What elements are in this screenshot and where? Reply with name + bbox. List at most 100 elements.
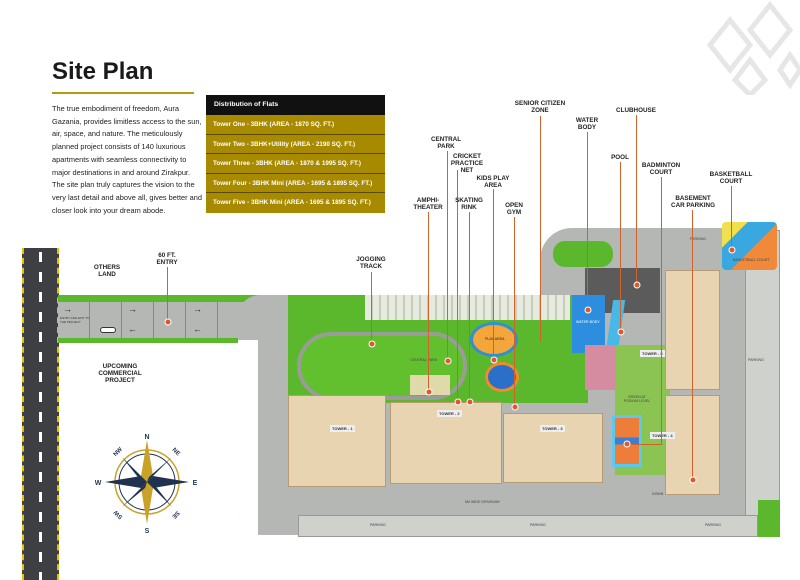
table-row: Tower Two - 3BHK+Utility (AREA - 2190 SQ… <box>206 134 385 155</box>
label-open-gym: OPEN GYM <box>505 202 523 216</box>
road-centerline <box>39 252 42 580</box>
compass-sw: SW <box>113 509 124 520</box>
marker <box>689 476 697 484</box>
parking-caption: PARKING <box>370 523 386 527</box>
amphitheater <box>410 375 450 395</box>
leader-line <box>620 162 621 332</box>
leader-line <box>587 132 588 310</box>
tower-5-label: TOWER - 5 <box>640 350 665 357</box>
leader-line <box>428 212 429 392</box>
label-cricket-net: CRICKET PRACTICE NET <box>450 153 484 174</box>
leader-line <box>457 170 458 402</box>
leader-line <box>447 151 448 361</box>
down-ramp-caption: DOWN <box>652 492 664 496</box>
label-badminton-court: BADMINTON COURT <box>641 162 681 176</box>
leader-line <box>692 210 693 480</box>
table-row: Tower One - 3BHK (AREA - 1870 SQ. FT.) <box>206 115 385 135</box>
tower-2-label: TOWER - 2 <box>437 410 462 417</box>
table-header: Distribution of Flats <box>206 95 385 115</box>
marker <box>617 328 625 336</box>
central-park-caption: CENTRAL PARK <box>410 358 438 362</box>
label-basketball-court: BASKETBALL COURT <box>709 171 753 185</box>
leader-line <box>661 177 662 445</box>
parking-caption: PARKING <box>690 237 706 241</box>
table-row: Tower Five - 3BHK Mini (AREA - 1695 & 18… <box>206 193 385 213</box>
leaf-watermark-icon <box>706 0 800 95</box>
tower-1-label: TOWER - 1 <box>330 425 355 432</box>
arrow-icon: → <box>193 304 202 314</box>
table-row: Tower Four - 3BHK Mini (AREA - 1695 & 18… <box>206 173 385 194</box>
label-amphitheater: AMPHI- THEATER <box>413 197 443 211</box>
entry-exit-note: ENTRY AND EXIT TO THE PROJECT <box>60 316 90 324</box>
leader-line <box>167 267 168 322</box>
compass-nw: NW <box>113 446 125 458</box>
green-podium-caption: GREEN AT PODIUM LEVEL <box>623 395 651 403</box>
leader-line <box>731 186 732 250</box>
label-skating-rink: SKATING RINK <box>455 197 483 211</box>
water-body <box>572 295 605 353</box>
water-body-caption: WATER BODY <box>576 320 600 324</box>
tower-3 <box>503 413 603 483</box>
right-parking <box>745 230 780 535</box>
compass-se: SE <box>170 509 180 519</box>
marker <box>466 398 474 406</box>
leader-line <box>514 217 515 407</box>
page-title: Site Plan <box>52 58 154 85</box>
label-pool: POOL <box>611 154 629 161</box>
tower-4-label: TOWER - 4 <box>650 432 675 439</box>
label-jogging-track: JOGGING TRACK <box>356 256 386 270</box>
leader-line <box>371 272 372 344</box>
skating-rink <box>485 362 519 392</box>
senior-citizen-garden <box>365 295 570 320</box>
leader-line <box>493 189 494 360</box>
leader-line <box>469 212 470 402</box>
label-water-body: WATER BODY <box>575 117 599 131</box>
basketball-caption: BASKETBALL COURT <box>733 258 770 262</box>
label-basement-parking: BASEMENT CAR PARKING <box>671 195 715 209</box>
label-clubhouse: CLUBHOUSE <box>616 107 656 114</box>
driveway-caption: 6M WIDE DRIVEWAY <box>465 500 501 504</box>
car-icon <box>100 327 116 333</box>
marker <box>633 281 641 289</box>
leader-line <box>627 444 662 445</box>
left-green <box>238 340 258 535</box>
tower-1 <box>288 395 386 487</box>
marker <box>584 306 592 314</box>
marker <box>728 246 736 254</box>
marker <box>623 440 631 448</box>
arrow-icon: ← <box>193 324 202 334</box>
corner-green <box>758 500 780 537</box>
marker <box>444 357 452 365</box>
label-senior-citizen-zone: SENIOR CITIZEN ZONE <box>514 100 566 114</box>
intro-paragraph: The true embodiment of freedom, Aura Gaz… <box>52 104 202 215</box>
compass-e: E <box>193 480 198 487</box>
upper-green <box>553 241 613 267</box>
arrow-icon: → <box>63 304 72 314</box>
label-upcoming-commercial: UPCOMING COMMERCIAL PROJECT <box>98 363 142 384</box>
marker <box>454 398 462 406</box>
marker <box>164 318 172 326</box>
table-row: Tower Three - 3BHK (AREA - 1870 & 1995 S… <box>206 154 385 174</box>
leader-line <box>540 116 541 342</box>
marker <box>425 388 433 396</box>
bottom-parking <box>298 515 758 537</box>
arrow-icon: ← <box>128 324 137 334</box>
flat-distribution-table: Distribution of Flats Tower One - 3BHK (… <box>206 95 385 213</box>
senior-zone-steps <box>585 345 615 390</box>
play-area <box>470 322 518 357</box>
label-central-park: CENTRAL PARK <box>430 136 462 150</box>
compass-n: N <box>144 434 149 441</box>
play-area-caption: PLAY AREA <box>485 337 505 341</box>
compass-ne: NE <box>171 447 181 457</box>
compass-w: W <box>95 480 102 487</box>
tower-3-label: TOWER - 3 <box>540 425 565 432</box>
marker <box>511 403 519 411</box>
label-kids-play-area: KIDS PLAY AREA <box>476 175 510 189</box>
leader-line <box>636 115 637 285</box>
marker <box>490 356 498 364</box>
parking-caption: PARKING <box>748 358 764 362</box>
compass-s: S <box>145 528 150 535</box>
arrow-icon: → <box>128 304 137 314</box>
parking-caption: PARKING <box>705 523 721 527</box>
compass-rose-icon: N NE E SE S SW W NW <box>95 434 198 535</box>
